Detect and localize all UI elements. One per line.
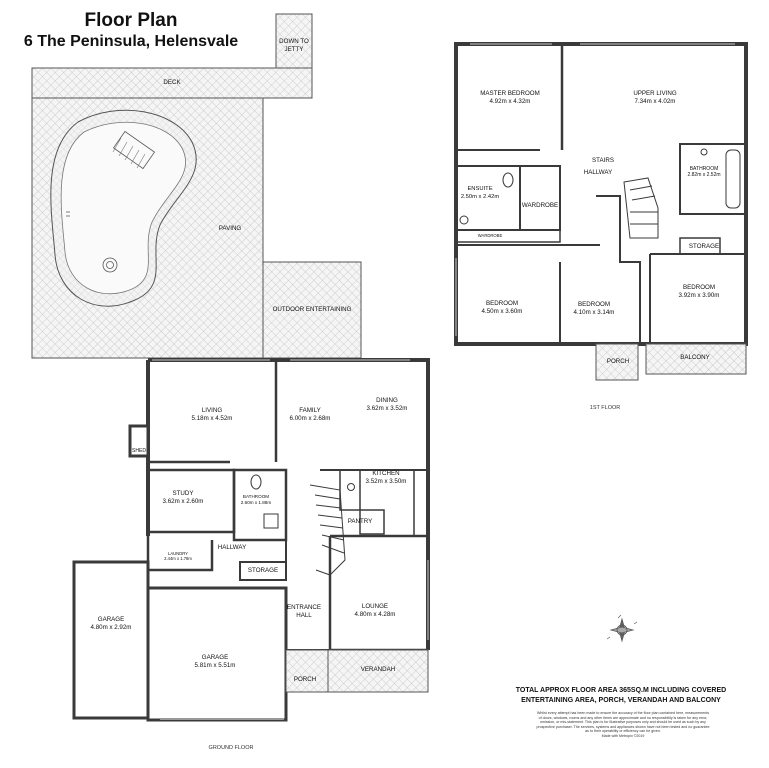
label-verandah: VERANDAH — [360, 666, 396, 673]
label-deck: DECK — [163, 79, 181, 86]
jetty-path — [275, 13, 313, 69]
outdoor-entertaining-area — [262, 261, 362, 359]
pool-icon — [50, 109, 197, 307]
deck-area — [31, 67, 313, 99]
label-storage-ground: STORAGE — [247, 567, 279, 574]
label-ensuite: ENSUITE 2.50m x 2.42m — [460, 186, 500, 200]
label-bedroom-2: BEDROOM 4.10m x 3.14m — [573, 301, 615, 316]
label-shed: SHED — [132, 448, 146, 454]
label-porch-upper: PORCH — [606, 358, 630, 365]
label-family: FAMILY 6.00m x 2.68m — [289, 407, 331, 422]
label-garage-main: GARAGE 5.81m x 5.51m — [194, 654, 236, 669]
label-study: STUDY 3.62m x 2.60m — [162, 490, 204, 505]
toilet-icon-upper — [502, 172, 514, 188]
label-down-to-jetty: DOWN TO JETTY — [279, 38, 309, 53]
page-title: Floor Plan — [84, 10, 178, 31]
label-garage-small: GARAGE 4.80m x 2.92m — [90, 616, 132, 631]
label-upper-living: UPPER LIVING 7.34m x 4.02m — [633, 90, 677, 105]
label-pantry: PANTRY — [347, 518, 373, 525]
disclaimer: Whilst every attempt has been made to en… — [536, 711, 710, 738]
label-master-bedroom: MASTER BEDROOM 4.92m x 4.32m — [480, 90, 540, 105]
sink-icon — [263, 513, 279, 529]
label-entrance-hall: ENTRANCE HALL — [286, 604, 322, 619]
label-balcony: BALCONY — [680, 354, 710, 361]
label-bathroom-ground: BATHROOM 2.60m x 1.88m — [240, 494, 272, 505]
label-porch-ground: PORCH — [293, 676, 317, 683]
outdoor-areas — [31, 13, 362, 359]
label-paving: PAVING — [218, 225, 242, 232]
label-living: LIVING 5.18m x 4.52m — [191, 407, 233, 422]
label-laundry: LAUNDRY 2.44m x 1.78m — [164, 551, 192, 562]
stairs-icon-upper — [623, 177, 659, 239]
property-address: 6 The Peninsula, Helensvale — [23, 33, 239, 50]
label-kitchen: KITCHEN 3.52m x 3.50m — [365, 470, 407, 485]
label-bedroom-1: BEDROOM 4.50m x 3.60m — [481, 300, 523, 315]
label-hallway-ground: HALLWAY — [217, 544, 247, 551]
label-ground-floor: GROUND FLOOR — [208, 745, 254, 751]
label-wardrobe: WARDROBE — [521, 202, 559, 209]
first-floor — [454, 42, 748, 381]
compass-icon — [606, 614, 638, 643]
label-bedroom-3: BEDROOM 3.92m x 3.90m — [678, 284, 720, 299]
label-bathroom-upper: BATHROOM 2.82m x 2.52m — [687, 166, 721, 178]
label-dining: DINING 3.62m x 3.52m — [366, 397, 408, 412]
label-hallway-upper: HALLWAY — [583, 169, 613, 176]
stairs-icon — [309, 484, 346, 576]
label-storage-upper: STORAGE — [688, 243, 720, 250]
label-wardrobe-small: WARDROBE — [477, 233, 503, 238]
toilet-icon — [250, 474, 262, 490]
total-floor-area: TOTAL APPROX FLOOR AREA 365SQ.M INCLUDIN… — [515, 687, 727, 704]
ground-floor — [72, 358, 430, 722]
stove-icon — [347, 483, 355, 491]
label-lounge: LOUNGE 4.80m x 4.28m — [354, 603, 396, 618]
label-first-floor: 1ST FLOOR — [589, 405, 621, 411]
label-outdoor-entertaining: OUTDOOR ENTERTAINING — [272, 306, 352, 313]
bathtub-icon — [725, 149, 741, 209]
label-stairs: STAIRS — [592, 157, 614, 164]
